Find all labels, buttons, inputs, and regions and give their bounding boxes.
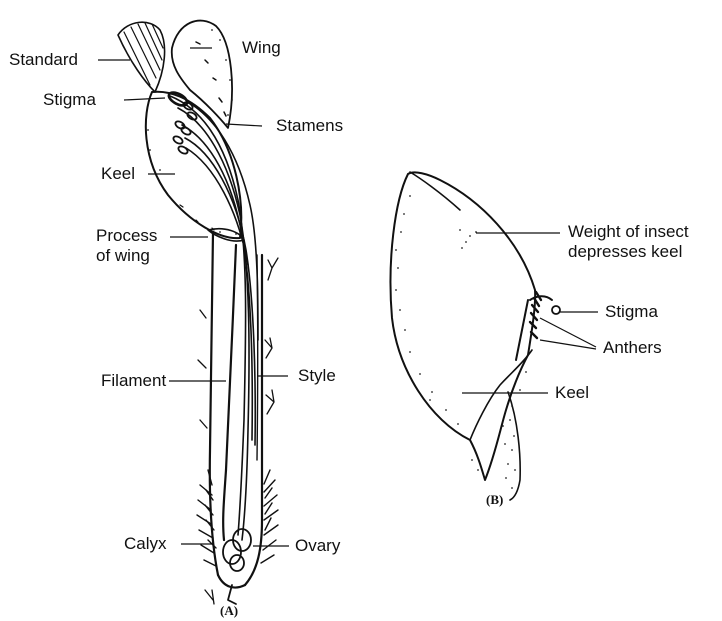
label-style: Style (298, 366, 336, 386)
label-wing: Wing (242, 38, 281, 58)
label-stigma-b: Stigma (605, 302, 658, 322)
label-keel-b: Keel (555, 383, 589, 403)
label-weight-line2: depresses keel (568, 242, 718, 262)
ovary-a (223, 529, 251, 571)
label-stigma-a: Stigma (43, 90, 96, 110)
anthers-a (172, 101, 198, 155)
caption-a: (A) (220, 603, 238, 619)
label-calyx: Calyx (124, 534, 167, 554)
figure-a-drawing (118, 21, 278, 604)
label-standard: Standard (9, 50, 78, 70)
label-process-of-wing-line1: Process (96, 226, 176, 246)
stigma-anthers-b (516, 292, 560, 360)
keel-petal-b (390, 172, 535, 480)
stippling-b (395, 195, 527, 489)
label-ovary: Ovary (295, 536, 340, 556)
label-weight-line1: Weight of insect (568, 222, 718, 242)
label-stamens: Stamens (276, 116, 343, 136)
stamen-bundle (170, 96, 258, 540)
label-process-of-wing-line2: of wing (96, 246, 176, 266)
label-anthers: Anthers (603, 338, 662, 358)
figure-b-drawing (390, 172, 560, 500)
caption-b: (B) (486, 492, 503, 508)
figure-a-leaders (98, 48, 289, 546)
style-a (257, 255, 258, 460)
label-weight-of-insect: Weight of insect depresses keel (568, 222, 718, 262)
label-process-of-wing: Process of wing (96, 226, 176, 266)
standard-petal (118, 22, 165, 92)
label-keel-a: Keel (101, 164, 135, 184)
label-filament: Filament (101, 371, 166, 391)
floral-tube (210, 232, 262, 588)
